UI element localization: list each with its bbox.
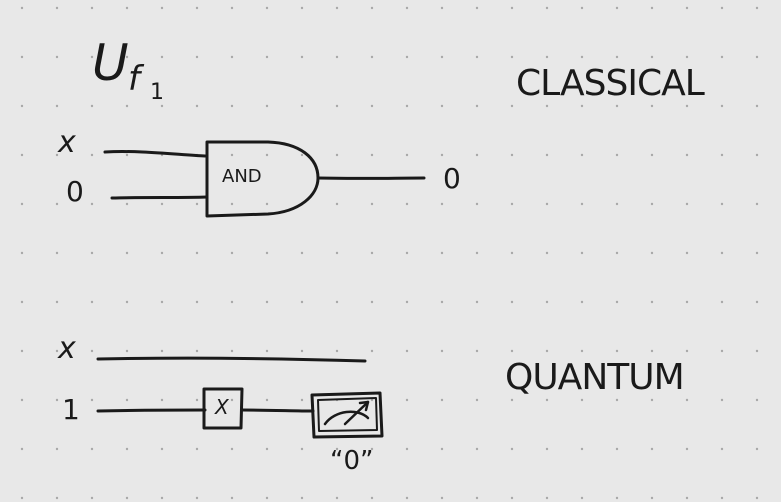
classical-label: CLASSICAL — [516, 63, 705, 104]
measurement-inner-frame — [317, 397, 378, 432]
quantum-label: QUANTUM — [505, 357, 685, 398]
measurement-result: “0” — [330, 446, 374, 476]
and-gate-label: AND — [222, 166, 262, 187]
classical-wire-bottom — [110, 195, 209, 200]
and-gate-body — [205, 140, 320, 218]
measurement-needle-tip — [358, 400, 370, 412]
title-U: U — [92, 34, 129, 92]
classical-output-0: 0 — [443, 162, 461, 195]
classical-input-x: x — [58, 125, 76, 160]
x-gate-box — [202, 387, 244, 430]
title-subscript-f: f — [128, 59, 140, 99]
x-gate-label: X — [215, 395, 229, 419]
measurement-needle — [343, 400, 370, 426]
quantum-input-x: x — [58, 331, 76, 366]
quantum-wire-top — [96, 356, 367, 363]
measurement-dial — [323, 410, 370, 426]
measurement-box — [310, 391, 384, 439]
quantum-wire-bottom-2 — [240, 408, 315, 413]
classical-wire-top — [103, 150, 207, 158]
quantum-input-1: 1 — [62, 393, 80, 426]
quantum-wire-bottom-1 — [96, 408, 207, 413]
classical-input-0: 0 — [66, 175, 84, 208]
title-subscript-1: 1 — [150, 80, 164, 105]
